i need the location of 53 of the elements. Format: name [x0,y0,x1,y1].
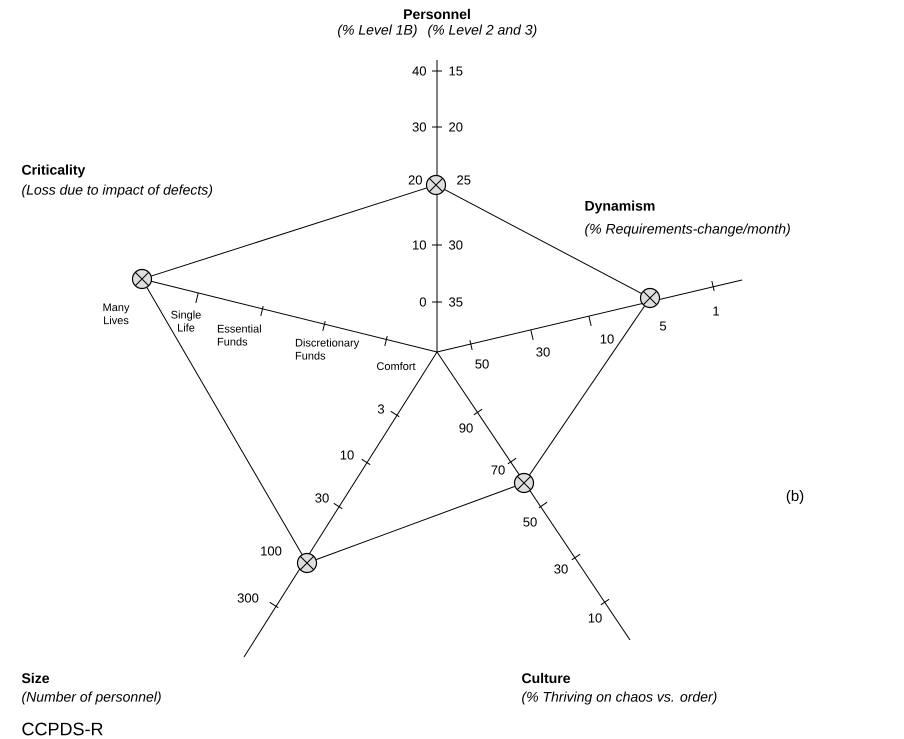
axis-title: Size [22,672,50,684]
tick-label: 10 [413,240,426,250]
crossed-circle-marker [514,472,534,494]
axis-subtitle: (% Thriving on chaos vs. order) [522,691,716,705]
tick-label: 10 [588,613,602,623]
tick-label: 35 [449,297,462,307]
tick-label: 100 [261,546,282,556]
tick-label: 10 [600,334,614,344]
crossed-circle-marker [640,288,660,308]
connector-line [316,486,516,560]
tick-label: 30 [315,493,329,503]
tick-label: 70 [491,465,505,475]
panel-label: (b) [786,490,804,504]
connector-line [151,188,427,276]
tick-label: 15 [450,66,462,76]
tick-label: 1 [713,306,719,316]
tick-label: 300 [238,593,258,603]
tick-label: Single Life [171,310,201,332]
crossed-circle-marker [296,552,318,574]
tick-label: 20 [449,122,462,132]
tick-label: 30 [449,240,462,250]
axis-title: Dynamism [585,200,654,214]
crossed-circle-marker [426,174,446,196]
tick-label: 30 [554,564,568,574]
tick-label: 3 [378,404,384,414]
tick-label: 50 [523,517,537,527]
tick-label: Comfort [377,362,416,370]
axis-subtitle: (% Requirements-change/month) [585,223,790,237]
tick-label: 90 [459,423,473,433]
axis-subtitle: (Loss due to impact of defects) [22,184,212,198]
tick-label: 30 [536,347,550,357]
crossed-circle-marker [132,268,152,290]
tick-label: 30 [412,122,426,132]
tick-label: Many Lives [103,304,130,324]
tick-label: Discretionary Funds [296,338,360,360]
tick-label: 5 [660,321,666,331]
tick-label: 40 [412,66,426,76]
connector-line [146,287,302,555]
axis-subtitle: (Number of personnel) [22,691,161,705]
axis-subtitle: (% Level 1B) [338,24,417,38]
tick-label: 0 [420,297,426,307]
axis-title: Culture [522,672,570,684]
axis-title: Criticality [22,164,86,178]
tick-label: 20 [408,175,422,185]
connector-line [529,306,645,476]
tick-label: Essential Funds [218,324,261,346]
axis-title: Personnel [404,8,470,20]
tick-label: 10 [340,450,354,460]
connector-line [444,189,642,294]
tick-label: 25 [457,175,470,185]
caption-label: CCPDS-R [22,722,103,736]
tick-label: 50 [475,359,489,369]
axis-subtitle: (% Level 2 and 3) [428,24,536,38]
